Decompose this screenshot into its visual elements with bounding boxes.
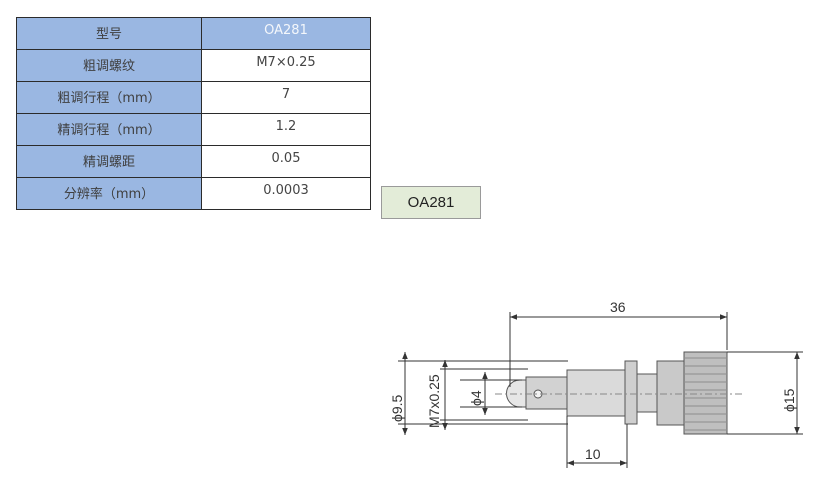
row-value-cell: 1.2	[201, 113, 371, 146]
knob-base	[656, 360, 686, 426]
row-value-text: 7	[281, 87, 291, 102]
header-key-cell: 型号	[16, 17, 202, 50]
header-key-text: 型号	[95, 27, 122, 42]
spec-table: 型号 OA281 粗调螺纹 M7×0.25 粗调行程（mm） 7 精调行程（mm…	[16, 17, 371, 210]
row-value-text: 0.05	[271, 151, 301, 166]
knob-knurling	[684, 357, 727, 431]
row-key-cell: 粗调行程（mm）	[16, 81, 202, 114]
dim-thread	[440, 360, 528, 430]
table-row: 分辨率（mm） 0.0003	[16, 177, 371, 210]
dim-thread-label: M7x0.25	[426, 374, 442, 428]
table-header-row: 型号 OA281	[16, 17, 371, 50]
thread-section	[525, 376, 569, 410]
header-value-text: OA281	[264, 23, 308, 38]
model-badge: OA281	[381, 186, 481, 219]
row-key-text: 精调行程（mm）	[57, 123, 161, 138]
table-row: 粗调行程（mm） 7	[16, 81, 371, 114]
dim-body-length-label: 10	[585, 446, 601, 462]
dim-flange-diameter	[398, 352, 568, 435]
dim-overall-length-label: 36	[610, 299, 626, 315]
row-key-text: 精调螺距	[82, 155, 135, 170]
row-value-cell: M7×0.25	[201, 49, 371, 82]
row-value-cell: 7	[201, 81, 371, 114]
row-key-text: 粗调螺纹	[82, 59, 135, 74]
row-value-text: 0.0003	[263, 183, 309, 198]
dim-flange-diameter-label: ϕ9.5	[389, 394, 405, 422]
table-row: 精调行程（mm） 1.2	[16, 113, 371, 146]
dim-knob-diameter-label: ϕ15	[781, 388, 797, 412]
row-key-text: 粗调行程（mm）	[57, 91, 161, 106]
row-value-cell: 0.0003	[201, 177, 371, 210]
dim-tip-diameter	[460, 372, 522, 415]
dim-tip-diameter-label: ϕ4	[468, 390, 484, 406]
row-value-text: 1.2	[275, 119, 297, 134]
dim-body-length	[566, 416, 628, 468]
dim-knob-diameter	[727, 351, 803, 435]
row-key-text: 分辨率（mm）	[63, 187, 155, 202]
row-value-text: M7×0.25	[256, 55, 316, 70]
dim-overall-length	[509, 312, 728, 387]
row-key-cell: 分辨率（mm）	[16, 177, 202, 210]
body-section	[566, 369, 628, 417]
flange	[624, 360, 638, 425]
row-key-cell: 精调行程（mm）	[16, 113, 202, 146]
neck	[636, 373, 660, 413]
